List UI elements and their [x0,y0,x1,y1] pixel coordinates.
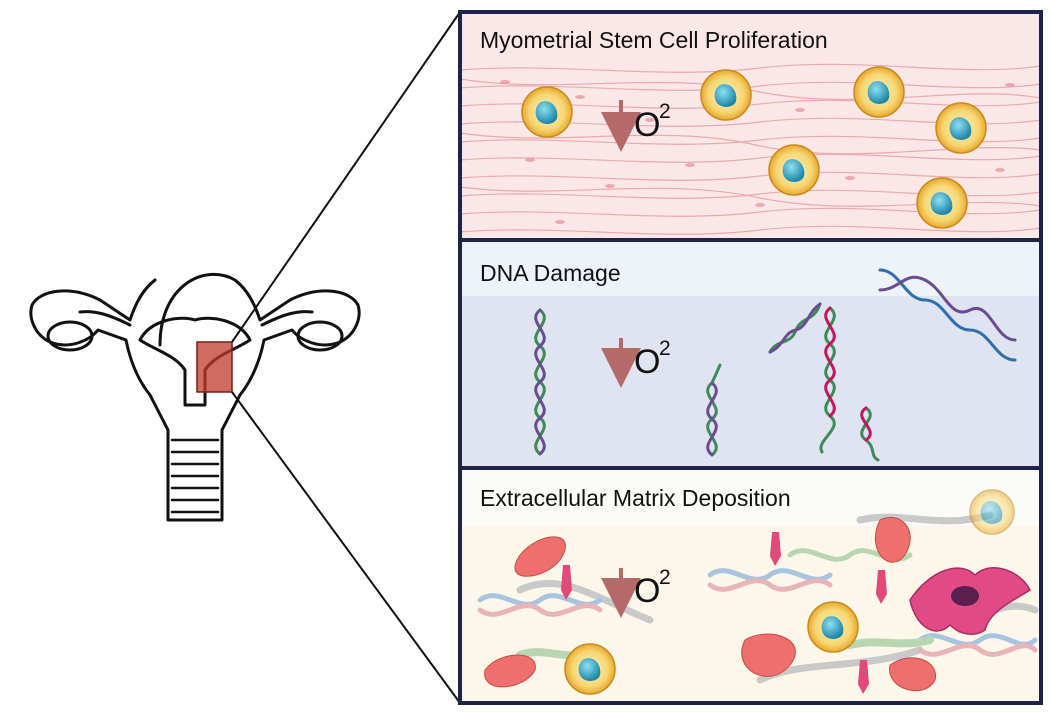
collagen-bundles [477,548,1038,660]
uterus-illustration [29,272,361,522]
dna-helix-broken [819,306,836,454]
oxygen-label: O [634,343,660,381]
stem-cell [768,144,820,196]
oxygen-label: O [634,106,660,144]
oxygen-decrease-indicator: O 2 [601,100,671,152]
oxygen-decrease-indicator: O 2 [601,566,671,618]
panel-title-ecm: Extracellular Matrix Deposition [480,485,791,511]
protein-fragments [561,532,887,694]
fibroblast-cells [484,517,936,692]
panel-frames [458,10,1043,705]
stem-cell [807,601,859,653]
zoom-line-top [231,11,461,343]
panel-title-dna-damage: DNA Damage [480,260,621,286]
dna-helix-broken [768,302,822,354]
dna-helix-diagonal [878,268,1017,362]
uterus-outer-outline [29,272,361,522]
oxygen-superscript: 2 [659,566,671,589]
panel-dna-damage: DNA Damage [460,240,1041,466]
stem-cell [853,66,905,118]
zoom-line-bottom [231,391,461,704]
stem-cell [916,177,968,229]
left-ovary [46,320,94,352]
right-tube [260,310,314,327]
oxygen-label: O [634,572,660,610]
right-ovary [296,320,344,352]
stem-cell [700,69,752,121]
stem-cell [521,86,573,138]
dna-helix-broken [860,406,880,462]
panel-stem-cell-proliferation: Myometrial Stem Cell Proliferation O [460,12,1041,238]
stem-cell [935,102,987,154]
smooth-muscle-cell [909,567,1031,635]
oxygen-decrease-indicator: O 2 [601,337,671,388]
stem-cell-faded [969,489,1015,535]
dna-helix-broken [706,363,722,457]
left-tube [78,310,132,327]
oxygen-superscript: 2 [659,337,671,360]
cervix-rings [170,438,220,514]
panel-ecm-deposition: Extracellular Matrix Deposition [460,468,1041,703]
fibroid-highlight-box [196,341,233,393]
dna-helix-intact [534,308,546,456]
stem-cell [564,643,616,695]
oxygen-superscript: 2 [659,100,671,123]
uterus-inner-cavity [138,316,252,407]
panel-title-stem-cell: Myometrial Stem Cell Proliferation [480,27,828,53]
